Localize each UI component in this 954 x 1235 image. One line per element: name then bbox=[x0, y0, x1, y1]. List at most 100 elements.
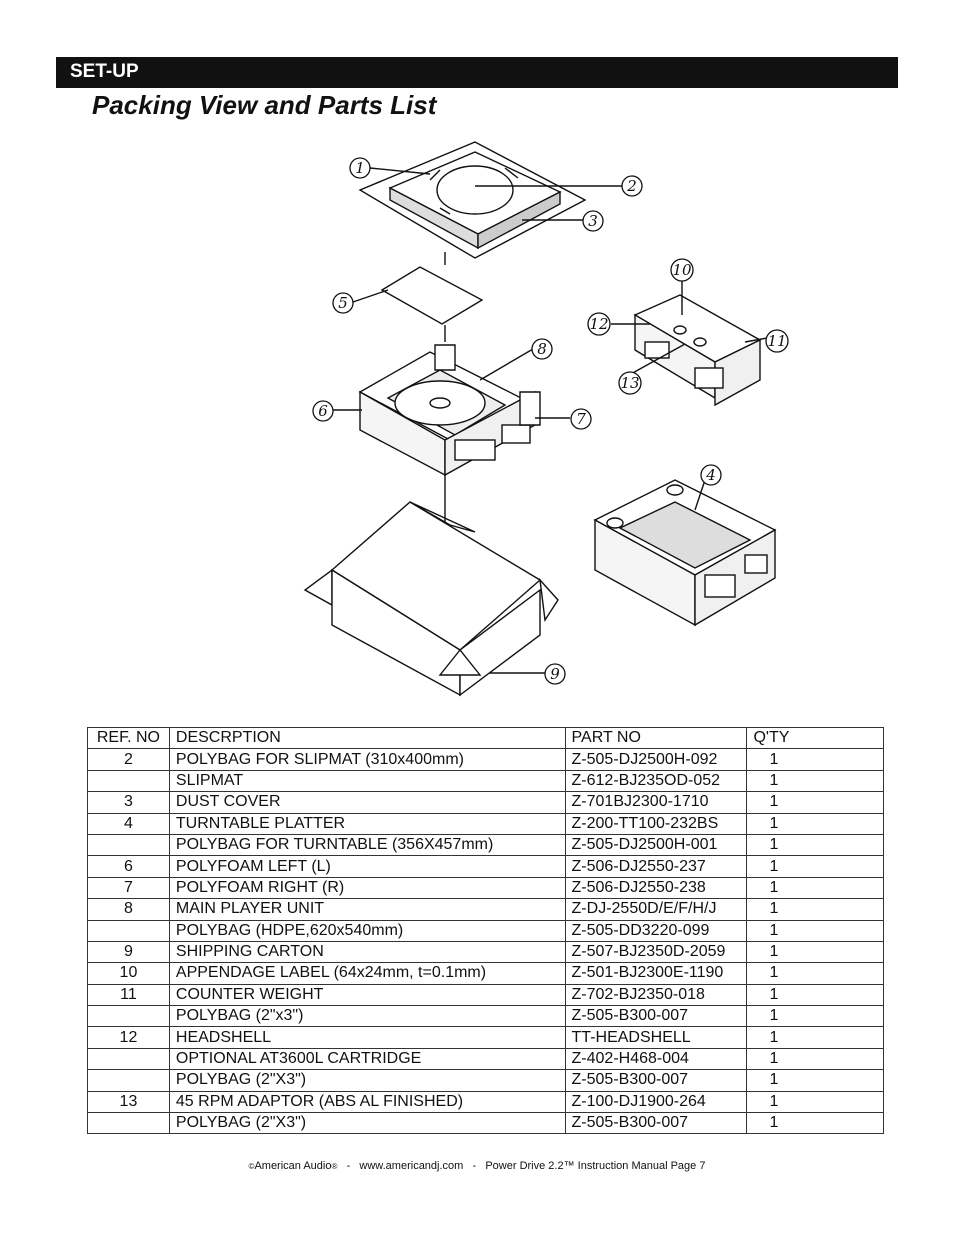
footer-website: www.americandj.com bbox=[359, 1160, 464, 1172]
callout-3: 3 bbox=[582, 210, 604, 232]
cell-ref-no: 12 bbox=[87, 1026, 170, 1049]
callout-13: 13 bbox=[618, 371, 642, 395]
cell-ref-no bbox=[87, 919, 170, 942]
cell-qty: 1 bbox=[746, 769, 884, 793]
callout-10: 10 bbox=[670, 258, 694, 282]
cell-description: SLIPMAT bbox=[168, 769, 566, 793]
copyright-symbol: © bbox=[248, 1162, 255, 1171]
cell-qty: 1 bbox=[746, 1047, 884, 1071]
cell-ref-no: 10 bbox=[87, 962, 170, 985]
callout-label: 5 bbox=[338, 294, 348, 312]
cell-description: POLYBAG (2"X3") bbox=[168, 1069, 566, 1092]
cell-qty: 1 bbox=[746, 983, 884, 1007]
cell-ref-no: 6 bbox=[87, 855, 170, 878]
callout-4: 4 bbox=[700, 464, 722, 486]
cell-description: MAIN PLAYER UNIT bbox=[168, 898, 566, 921]
callout-9: 9 bbox=[544, 663, 566, 685]
callout-markers: 1 2 3 4 5 6 7 8 9 10 11 12 13 bbox=[312, 157, 789, 685]
cell-ref-no: 4 bbox=[87, 812, 170, 835]
cell-qty: 1 bbox=[746, 1069, 884, 1092]
cell-part-no: Z-505-DD3220-099 bbox=[564, 919, 748, 942]
cell-qty: 1 bbox=[746, 962, 884, 985]
cell-part-no: Z-506-DJ2550-237 bbox=[564, 855, 748, 878]
cell-ref-no bbox=[87, 1047, 170, 1071]
callout-label: 10 bbox=[672, 261, 692, 279]
callout-label: 3 bbox=[588, 212, 598, 230]
callout-label: 8 bbox=[537, 340, 547, 358]
cell-description: POLYFOAM RIGHT (R) bbox=[168, 876, 566, 900]
section-header-bar: SET-UP bbox=[56, 57, 898, 88]
callout-label: 1 bbox=[355, 159, 365, 177]
cell-qty: 1 bbox=[746, 855, 884, 878]
cell-part-no: Z-701BJ2300-1710 bbox=[564, 791, 748, 814]
cell-qty: 1 bbox=[746, 791, 884, 814]
page-title: Packing View and Parts List bbox=[92, 90, 437, 120]
cell-description: POLYBAG FOR SLIPMAT (310x400mm) bbox=[168, 748, 566, 771]
callout-label: 7 bbox=[576, 410, 586, 428]
cell-description: COUNTER WEIGHT bbox=[168, 983, 566, 1007]
cell-ref-no bbox=[87, 833, 170, 857]
callout-label: 12 bbox=[589, 315, 608, 333]
cell-part-no: Z-507-BJ2350D-2059 bbox=[564, 940, 748, 964]
callout-8: 8 bbox=[531, 338, 553, 360]
header-part-no: PART NO bbox=[564, 726, 748, 750]
callout-1: 1 bbox=[349, 157, 371, 179]
cell-qty: 1 bbox=[746, 833, 884, 857]
cell-part-no: Z-505-B300-007 bbox=[564, 1112, 748, 1135]
cell-part-no: TT-HEADSHELL bbox=[564, 1026, 748, 1049]
header-description: DESCRPTION bbox=[168, 726, 566, 750]
cell-ref-no bbox=[87, 1069, 170, 1092]
cell-ref-no bbox=[87, 769, 170, 793]
cell-part-no: Z-702-BJ2350-018 bbox=[564, 983, 748, 1007]
cell-ref-no: 3 bbox=[87, 791, 170, 814]
shipping-carton-drawing bbox=[303, 501, 559, 697]
cell-ref-no bbox=[87, 1005, 170, 1028]
cell-description: OPTIONAL AT3600L CARTRIDGE bbox=[168, 1047, 566, 1071]
packing-diagram: 1 2 3 4 5 6 7 8 9 10 11 12 13 bbox=[303, 141, 789, 697]
callout-11: 11 bbox=[765, 329, 789, 353]
footer-manual-page: Power Drive 2.2™ Instruction Manual Page… bbox=[485, 1160, 706, 1172]
dust-cover-drawing bbox=[358, 141, 587, 259]
cell-part-no: Z-DJ-2550D/E/F/H/J bbox=[564, 898, 748, 921]
callout-2: 2 bbox=[621, 175, 643, 197]
cell-description: POLYBAG (HDPE,620x540mm) bbox=[168, 919, 566, 942]
callout-7: 7 bbox=[570, 408, 592, 430]
callout-label: 4 bbox=[705, 466, 716, 484]
section-label: SET-UP bbox=[70, 61, 139, 82]
cell-description: 45 RPM ADAPTOR (ABS AL FINISHED) bbox=[168, 1090, 566, 1114]
cell-qty: 1 bbox=[746, 876, 884, 900]
cell-part-no: Z-505-B300-007 bbox=[564, 1069, 748, 1092]
slipmat-drawing bbox=[380, 266, 484, 325]
cell-part-no: Z-501-BJ2300E-1190 bbox=[564, 962, 748, 985]
cell-qty: 1 bbox=[746, 1026, 884, 1049]
cell-qty: 1 bbox=[746, 812, 884, 835]
cell-description: TURNTABLE PLATTER bbox=[168, 812, 566, 835]
cell-qty: 1 bbox=[746, 1112, 884, 1135]
table-row: POLYBAG FOR TURNTABLE (356X457mm)Z-505-D… bbox=[87, 833, 884, 857]
cell-ref-no bbox=[87, 1112, 170, 1135]
callout-label: 2 bbox=[626, 177, 637, 195]
accessory-foam-drawing bbox=[633, 294, 762, 407]
table-row: POLYBAG (HDPE,620x540mm)Z-505-DD3220-099… bbox=[87, 919, 884, 942]
cell-description: DUST COVER bbox=[168, 791, 566, 814]
cell-qty: 1 bbox=[746, 940, 884, 964]
callout-label: 13 bbox=[620, 374, 639, 392]
cell-description: HEADSHELL bbox=[168, 1026, 566, 1049]
platter-foam-drawing bbox=[593, 479, 777, 627]
cell-qty: 1 bbox=[746, 898, 884, 921]
cell-part-no: Z-100-DJ1900-264 bbox=[564, 1090, 748, 1114]
cell-part-no: Z-505-DJ2500H-001 bbox=[564, 833, 748, 857]
